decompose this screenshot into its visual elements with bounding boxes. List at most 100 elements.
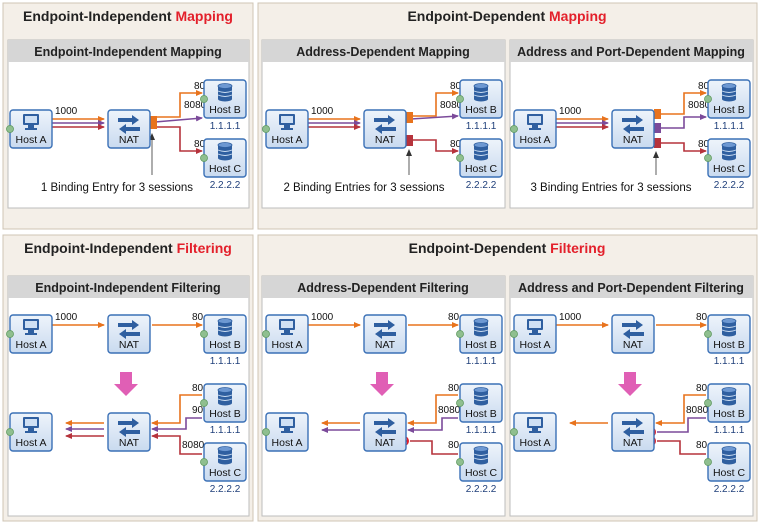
device-label: Host A bbox=[16, 339, 47, 351]
binding-entry bbox=[654, 123, 661, 133]
mapping-independent-title: Endpoint-Independent Mapping bbox=[23, 8, 233, 24]
nat-arrows-icon bbox=[622, 320, 644, 339]
ip-address: 1.1.1.1 bbox=[210, 425, 241, 436]
host-b: Host B1.1.1.1 bbox=[704, 314, 751, 367]
nat-arrows-icon bbox=[374, 320, 396, 339]
nat-device: NAT bbox=[107, 314, 151, 354]
ip-address: 2.2.2.2 bbox=[714, 484, 745, 495]
device-label: Host B bbox=[209, 104, 241, 116]
database-icon bbox=[217, 318, 233, 337]
device-label: NAT bbox=[375, 134, 396, 146]
device-label: Host C bbox=[465, 467, 498, 479]
port-label: 80 bbox=[194, 81, 206, 92]
host-a: Host A bbox=[262, 412, 309, 452]
database-icon bbox=[217, 142, 233, 161]
port-label: 8080 bbox=[686, 405, 709, 416]
binding-entry bbox=[406, 112, 413, 123]
nat-arrows-icon bbox=[374, 418, 396, 437]
host-c: Host C2.2.2.2 bbox=[200, 442, 247, 495]
computer-icon bbox=[279, 114, 295, 130]
host-c: Host C 2.2.2.2 bbox=[456, 138, 503, 191]
binding-note: 2 Binding Entries for 3 sessions bbox=[283, 182, 444, 194]
host-a: Host A bbox=[510, 314, 557, 354]
computer-icon bbox=[527, 417, 543, 433]
port-label: 1000 bbox=[559, 312, 582, 323]
binding-entry bbox=[406, 135, 413, 146]
nat-device: NAT bbox=[107, 412, 151, 452]
host-b: Host B1.1.1.1 bbox=[200, 314, 247, 367]
database-icon bbox=[473, 446, 489, 465]
database-icon bbox=[473, 142, 489, 161]
port-label: 80 bbox=[696, 383, 708, 394]
port-label: 1000 bbox=[559, 106, 582, 117]
device-label: Host A bbox=[520, 134, 551, 146]
host-b: Host B1.1.1.1 bbox=[456, 79, 503, 132]
filtering-independent-title: Endpoint-Independent Filtering bbox=[24, 240, 232, 256]
nat-arrows-icon bbox=[118, 320, 140, 339]
ip-address: 2.2.2.2 bbox=[210, 484, 241, 495]
device-label: NAT bbox=[119, 339, 140, 351]
panel-title: Endpoint-Independent Mapping bbox=[34, 45, 221, 59]
host-a: Host A bbox=[262, 314, 309, 354]
port-label: 1000 bbox=[311, 106, 334, 117]
port-label: 80 bbox=[448, 383, 460, 394]
nat-device: NAT bbox=[107, 109, 151, 149]
database-icon bbox=[217, 446, 233, 465]
port-label: 80 bbox=[450, 139, 462, 150]
device-label: Host A bbox=[520, 339, 551, 351]
host-b: Host B1.1.1.1 bbox=[704, 79, 751, 132]
device-label: Host A bbox=[16, 134, 47, 146]
computer-icon bbox=[527, 319, 543, 335]
database-icon bbox=[721, 318, 737, 337]
host-a: Host A bbox=[6, 314, 53, 354]
ip-address: 1.1.1.1 bbox=[466, 356, 497, 367]
mapping-dependent-title: Endpoint-Dependent Mapping bbox=[407, 8, 606, 24]
binding-entry bbox=[150, 116, 157, 129]
port-label: 80 bbox=[698, 139, 710, 150]
ip-address: 1.1.1.1 bbox=[714, 425, 745, 436]
database-icon bbox=[473, 318, 489, 337]
panel-title: Address-Dependent Filtering bbox=[297, 281, 469, 295]
device-label: Host B bbox=[713, 104, 745, 116]
device-label: Host A bbox=[272, 134, 303, 146]
ip-address: 1.1.1.1 bbox=[714, 356, 745, 367]
host-b: Host B 1.1.1.1 bbox=[704, 383, 751, 436]
device-label: Host B bbox=[209, 408, 241, 420]
down-arrow-icon bbox=[370, 372, 394, 396]
mapping-ad-diagram: 1000 80 8080 80 2 Binding Entries for 3 … bbox=[283, 81, 462, 194]
host-a: Host A bbox=[510, 109, 557, 149]
nat-device: NAT bbox=[611, 109, 655, 149]
panel-title: Address and Port-Dependent Filtering bbox=[518, 281, 744, 295]
device-label: Host B bbox=[465, 104, 497, 116]
nat-device: NAT bbox=[611, 314, 655, 354]
nat-device: NAT bbox=[363, 109, 407, 149]
filtering-dependent-title: Endpoint-Dependent Filtering bbox=[409, 240, 606, 256]
down-arrow-icon bbox=[618, 372, 642, 396]
device-label: Host C bbox=[713, 467, 746, 479]
device-label: Host A bbox=[520, 437, 551, 449]
device-label: NAT bbox=[375, 437, 396, 449]
database-icon bbox=[721, 142, 737, 161]
device-label: Host B bbox=[465, 408, 497, 420]
ip-address: 1.1.1.1 bbox=[210, 121, 241, 132]
nat-device: NAT bbox=[363, 314, 407, 354]
device-label: Host C bbox=[209, 163, 242, 175]
port-label: 8080 bbox=[182, 440, 205, 451]
port-label: 1000 bbox=[55, 312, 78, 323]
device-label: NAT bbox=[623, 134, 644, 146]
device-label: Host C bbox=[465, 163, 498, 175]
device-label: Host B bbox=[465, 339, 497, 351]
panel-title: Address and Port-Dependent Mapping bbox=[517, 45, 745, 59]
device-label: NAT bbox=[375, 339, 396, 351]
port-label: 80 bbox=[696, 440, 708, 451]
nat-device: NAT bbox=[611, 412, 655, 452]
port-label: 8080 bbox=[184, 100, 207, 111]
device-label: Host B bbox=[713, 408, 745, 420]
database-icon bbox=[473, 387, 489, 406]
ip-address: 2.2.2.2 bbox=[210, 180, 241, 191]
device-label: Host C bbox=[713, 163, 746, 175]
device-label: NAT bbox=[119, 134, 140, 146]
host-c: Host C 2.2.2.2 bbox=[200, 138, 247, 191]
ip-address: 2.2.2.2 bbox=[466, 180, 497, 191]
